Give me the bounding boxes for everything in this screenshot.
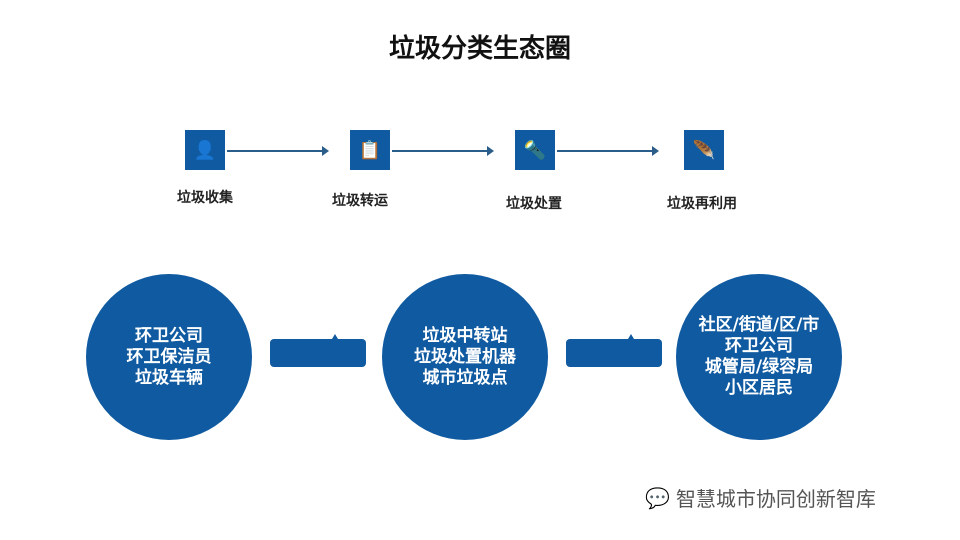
page-title: 垃圾分类生态圈 (388, 34, 571, 64)
connector-box (270, 334, 366, 367)
step-label: 垃圾收集 (177, 190, 233, 206)
circle-facilities: 垃圾中转站 垃圾处置机器 城市垃圾点 (382, 274, 548, 440)
wechat-icon: 💬 (645, 485, 670, 510)
feather-icon: 🪶 (684, 130, 724, 170)
circle-line: 环卫保洁员 (126, 346, 212, 367)
circle-line: 环卫公司 (725, 336, 793, 356)
circle-line: 环卫公司 (135, 325, 203, 346)
step-label: 垃圾再利用 (667, 196, 737, 212)
circle-line: 小区居民 (725, 378, 793, 398)
user-icon: 👤 (185, 130, 225, 170)
circle-line: 垃圾中转站 (422, 325, 508, 346)
connector-box (566, 334, 662, 367)
step-label: 垃圾处置 (506, 196, 562, 212)
clipboard-icon: 📋 (350, 130, 390, 170)
circle-line: 城管局/绿容局 (704, 357, 814, 377)
watermark: 💬 智慧城市协同创新智库 (645, 483, 876, 512)
circle-line: 垃圾处置机器 (414, 346, 516, 367)
circle-stakeholders: 社区/街道/区/市 环卫公司 城管局/绿容局 小区居民 (676, 274, 842, 440)
step-label: 垃圾转运 (332, 193, 388, 209)
flow-arrow (557, 146, 659, 156)
flashlight-icon: 🔦 (515, 130, 555, 170)
circle-line: 社区/街道/区/市 (698, 315, 820, 335)
watermark-text: 智慧城市协同创新智库 (675, 487, 876, 511)
circle-line: 城市垃圾点 (422, 367, 508, 388)
circle-line: 垃圾车辆 (135, 367, 203, 388)
flow-arrow (227, 146, 329, 156)
flow-arrow (392, 146, 494, 156)
circle-collection: 环卫公司 环卫保洁员 垃圾车辆 (86, 274, 252, 440)
